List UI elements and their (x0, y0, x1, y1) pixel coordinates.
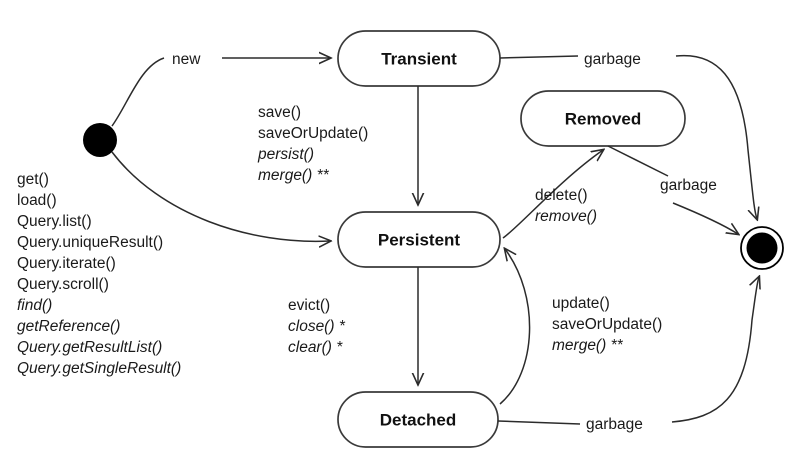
edge-label-delete: delete() (535, 187, 588, 204)
edge-label-garbage-transient: garbage (584, 51, 641, 68)
final-state-node (746, 232, 778, 264)
edge-label-garbage-detached: garbage (586, 416, 643, 433)
state-label-removed: Removed (565, 109, 642, 128)
edge-persistent-to-removed (502, 150, 603, 239)
state-label-detached: Detached (380, 410, 457, 429)
state-box-transient[interactable] (337, 30, 501, 87)
edge-label-garbage-removed: garbage (660, 177, 717, 194)
edge-initial-to-persistent (111, 151, 330, 241)
edge-label-group-detached-to-persistent: update() saveOrUpdate() merge() ** (552, 295, 662, 354)
edge-label-group-persistent-to-detached: evict() close() * clear() * (288, 297, 346, 356)
state-box-detached[interactable] (337, 391, 499, 448)
edge-label-find: find() (17, 297, 52, 314)
edge-transient-to-garbage-label (499, 55, 579, 59)
edge-label-query-scroll: Query.scroll() (17, 276, 109, 293)
edge-label-save-or-update: saveOrUpdate() (258, 125, 368, 142)
edge-detached-to-persistent (499, 249, 531, 405)
edge-label-group-initial-to-persistent: get() load() Query.list() Query.uniqueRe… (17, 171, 181, 377)
edge-label-query-unique-result: Query.uniqueResult() (17, 234, 163, 251)
edge-initial-to-new-label (111, 57, 165, 127)
edge-label-query-get-result-list: Query.getResultList() (17, 339, 162, 356)
edge-label-query-list: Query.list() (17, 213, 92, 230)
state-box-removed[interactable] (520, 90, 686, 147)
edge-garbage-detached-to-final (671, 277, 759, 423)
edge-label-merge-transient: merge() ** (258, 167, 330, 184)
state-label-persistent: Persistent (378, 230, 461, 249)
edge-label-new: new (172, 51, 201, 68)
edge-label-group-transient-to-persistent: save() saveOrUpdate() persist() merge() … (257, 104, 368, 184)
edge-label-load: load() (17, 192, 57, 209)
state-label-transient: Transient (381, 49, 457, 68)
edge-detached-to-garbage-label (497, 420, 581, 425)
edge-label-query-get-single-result: Query.getSingleResult() (17, 360, 181, 377)
edge-label-update: update() (552, 295, 610, 312)
edge-label-group-persistent-to-removed: delete() remove() (535, 187, 597, 225)
edge-label-persist: persist() (257, 146, 314, 163)
edge-label-query-iterate: Query.iterate() (17, 255, 116, 272)
edge-label-remove: remove() (535, 208, 597, 225)
state-box-persistent[interactable] (337, 211, 501, 268)
final-state-ring (740, 226, 784, 270)
edge-label-get: get() (17, 171, 49, 188)
edge-garbage-transient-to-final (675, 54, 757, 219)
edge-label-get-reference: getReference() (17, 318, 120, 335)
edge-label-merge-detached: merge() ** (552, 337, 624, 354)
edge-label-clear: clear() * (288, 339, 343, 356)
edge-label-evict: evict() (288, 297, 330, 314)
initial-state-node (83, 123, 117, 157)
edge-label-save: save() (258, 104, 301, 121)
edge-removed-to-garbage-label (607, 145, 669, 177)
edge-garbage-removed-to-final (672, 202, 738, 234)
edge-label-save-or-update-detached: saveOrUpdate() (552, 316, 662, 333)
edge-label-close: close() * (288, 318, 346, 335)
